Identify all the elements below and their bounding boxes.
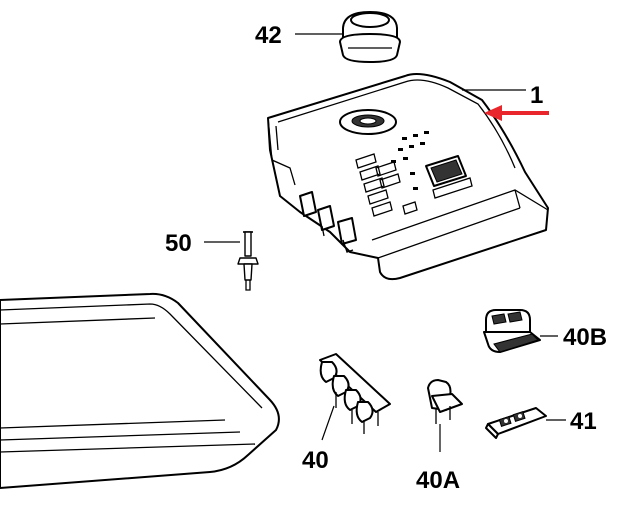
part-40-button-bank[interactable] xyxy=(319,353,391,434)
part-40b-button-assembly[interactable] xyxy=(483,309,541,353)
part-1-control-panel[interactable] xyxy=(267,73,549,281)
callout-42: 42 xyxy=(255,22,282,49)
part-50-pin[interactable] xyxy=(237,231,259,291)
callout-40b: 40B xyxy=(563,324,607,351)
callout-50: 50 xyxy=(165,230,192,257)
part-40a-single-button[interactable] xyxy=(427,379,463,424)
callout-40a: 40A xyxy=(416,467,460,494)
leader-40 xyxy=(321,405,335,441)
callout-41: 41 xyxy=(570,408,597,435)
callout-1: 1 xyxy=(530,82,543,109)
part-42-knob[interactable] xyxy=(339,11,401,63)
top-lid xyxy=(0,292,280,489)
part-41-switch-plate[interactable] xyxy=(485,407,547,439)
callout-40: 40 xyxy=(302,447,329,474)
red-arrow-indicator xyxy=(484,105,549,121)
